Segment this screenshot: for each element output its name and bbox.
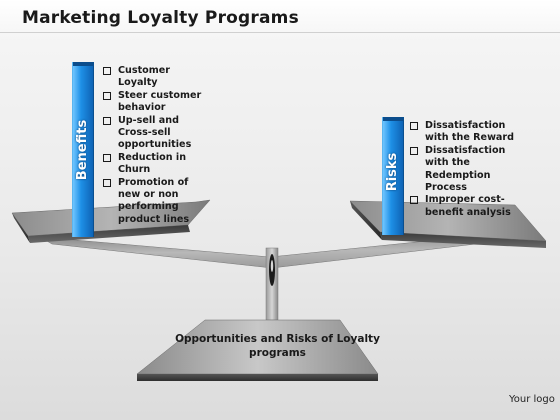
benefit-text: Up-sell and Cross-sell opportunities [118, 114, 192, 151]
benefit-text: Steer customer behavior [118, 89, 202, 114]
list-item: Improper cost-benefit analysis [407, 194, 519, 219]
checkbox-icon [410, 196, 418, 205]
title-divider [0, 32, 560, 33]
risk-text: Dissatisfaction with the Redemption Proc… [425, 144, 506, 194]
checkbox-icon [103, 67, 111, 75]
logo-placeholder: Your logo [509, 394, 555, 405]
list-item: Reduction in Churn [100, 152, 205, 177]
list-item: Dissatisfaction with the Redemption Proc… [407, 145, 519, 195]
benefit-text: Reduction in Churn [118, 151, 187, 176]
risk-text: Improper cost-benefit analysis [425, 194, 511, 218]
benefits-list: Customer Loyalty Steer customer behavior… [100, 65, 205, 226]
risks-label: Risks [385, 152, 400, 192]
list-item: Dissatisfaction with the Reward [407, 120, 519, 145]
risks-bar-cap [383, 117, 403, 121]
benefit-text: Promotion of new or non performing produ… [118, 176, 190, 225]
checkbox-icon [103, 153, 111, 162]
checkbox-icon [103, 116, 111, 125]
checkbox-icon [103, 91, 111, 100]
risk-text: Dissatisfaction with the Reward [425, 120, 514, 144]
benefits-bar [73, 62, 93, 237]
benefits-bar-cap [73, 62, 93, 66]
risks-bar [383, 117, 403, 235]
list-item: Promotion of new or non performing produ… [100, 177, 205, 227]
risks-list: Dissatisfaction with the Reward Dissatis… [407, 120, 519, 219]
page-title: Marketing Loyalty Programs [22, 8, 299, 28]
benefit-text: Customer Loyalty [118, 65, 170, 89]
list-item: Customer Loyalty [100, 65, 205, 90]
checkbox-icon [410, 122, 418, 130]
checkbox-icon [410, 146, 418, 155]
benefits-label: Benefits [75, 119, 90, 181]
list-item: Steer customer behavior [100, 90, 205, 115]
list-item: Up-sell and Cross-sell opportunities [100, 115, 205, 152]
checkbox-icon [103, 178, 111, 187]
base-caption: Opportunities and Risks of Loyalty progr… [175, 333, 380, 359]
